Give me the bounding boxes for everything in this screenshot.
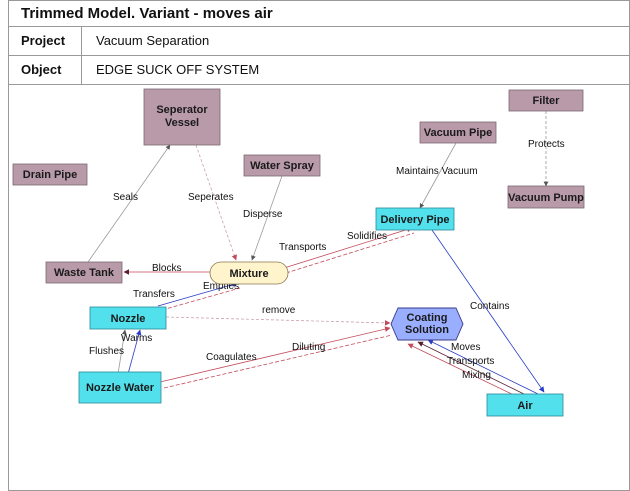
link-maintains-vacuum xyxy=(419,142,457,209)
link-seperates xyxy=(195,144,237,261)
node-air[interactable]: Air xyxy=(486,393,564,417)
link-moves xyxy=(427,339,539,395)
project-label: Project xyxy=(8,27,82,55)
node-separator-vessel[interactable]: Seperator Vessel xyxy=(143,88,221,146)
node-label-coating-solution-1: Coating xyxy=(407,312,448,324)
link-transfers xyxy=(161,287,241,311)
link-seals xyxy=(87,144,171,263)
link-disperse xyxy=(251,175,283,261)
node-label-nozzle: Nozzle xyxy=(111,313,146,325)
label-contains: Contains xyxy=(470,301,509,312)
link-solidifies xyxy=(285,232,415,274)
node-vacuum-pump[interactable]: Vacuum Pump xyxy=(507,185,585,209)
link-flushes xyxy=(117,329,127,375)
node-label-filter: Filter xyxy=(533,95,561,107)
label-mixing: Mixing xyxy=(462,370,491,381)
project-value: Vacuum Separation xyxy=(96,33,210,48)
node-label-vacuum-pipe: Vacuum Pipe xyxy=(424,127,492,139)
object-value: EDGE SUCK OFF SYSTEM xyxy=(96,62,260,77)
node-label-waste-tank: Waste Tank xyxy=(54,267,115,279)
label-diluting: Diluting xyxy=(292,342,325,353)
node-label-mixture: Mixture xyxy=(229,268,268,280)
link-warms xyxy=(127,329,142,375)
label-transports-mix: Transports xyxy=(279,242,326,253)
node-water-spray[interactable]: Water Spray xyxy=(243,154,321,177)
node-coating-solution[interactable]: Coating Solution xyxy=(390,307,464,341)
node-label-vacuum-pump: Vacuum Pump xyxy=(508,192,584,204)
label-warms: Warms xyxy=(121,333,152,344)
object-label: Object xyxy=(8,56,82,84)
label-seals: Seals xyxy=(113,192,138,203)
node-label-coating-solution-2: Solution xyxy=(405,324,449,336)
label-blocks: Blocks xyxy=(152,263,181,274)
link-transports-air xyxy=(417,341,529,397)
node-waste-tank[interactable]: Waste Tank xyxy=(45,261,123,284)
link-coagulates xyxy=(163,334,393,389)
link-empties xyxy=(157,281,239,307)
project-row: Project Vacuum Separation xyxy=(8,27,630,56)
link-transports-mix xyxy=(283,226,413,269)
link-labels: Seals Seperates Protects Maintains Vacuu… xyxy=(89,139,565,381)
node-label-drain-pipe: Drain Pipe xyxy=(23,169,77,181)
link-contains xyxy=(431,229,545,393)
link-mixing xyxy=(407,343,521,399)
node-delivery-pipe[interactable]: Delivery Pipe xyxy=(375,207,455,231)
node-filter[interactable]: Filter xyxy=(508,89,584,112)
node-nozzle-water[interactable]: Nozzle Water xyxy=(78,371,162,404)
node-label-separator-vessel-2: Vessel xyxy=(165,117,199,129)
node-nozzle[interactable]: Nozzle xyxy=(89,306,167,330)
label-disperse: Disperse xyxy=(243,209,283,220)
label-empties: Empties xyxy=(203,281,239,292)
label-transfers: Transfers xyxy=(133,289,175,300)
link-diluting xyxy=(159,326,391,383)
links xyxy=(87,111,549,399)
page-title: Trimmed Model. Variant - moves air xyxy=(8,0,630,27)
label-solidifies: Solidifies xyxy=(347,231,387,242)
node-vacuum-pipe[interactable]: Vacuum Pipe xyxy=(419,121,497,144)
node-drain-pipe[interactable]: Drain Pipe xyxy=(12,163,88,186)
object-row: Object EDGE SUCK OFF SYSTEM xyxy=(8,56,630,85)
node-label-delivery-pipe: Delivery Pipe xyxy=(380,214,449,226)
link-remove xyxy=(165,316,391,326)
label-coagulates: Coagulates xyxy=(206,352,257,363)
label-maintains-vacuum: Maintains Vacuum xyxy=(396,166,478,177)
label-protects: Protects xyxy=(528,139,565,150)
label-moves: Moves xyxy=(451,342,480,353)
node-label-air: Air xyxy=(517,400,533,412)
node-mixture[interactable]: Mixture xyxy=(209,261,289,285)
label-seperates: Seperates xyxy=(188,192,234,203)
node-label-separator-vessel-1: Seperator xyxy=(156,104,208,116)
label-flushes: Flushes xyxy=(89,346,124,357)
label-remove: remove xyxy=(262,305,296,316)
label-transports-air: Transports xyxy=(447,356,494,367)
node-label-water-spray: Water Spray xyxy=(250,160,315,172)
node-label-nozzle-water: Nozzle Water xyxy=(86,382,155,394)
